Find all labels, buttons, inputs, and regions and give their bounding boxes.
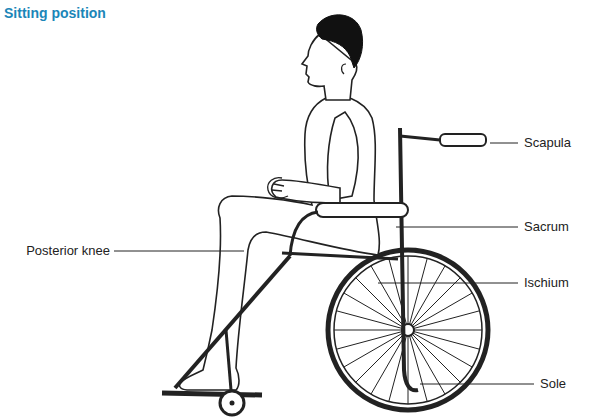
part-label: Ischium xyxy=(524,275,569,291)
leader-line xyxy=(420,384,534,385)
leader-line xyxy=(114,251,244,252)
part-label: Sole xyxy=(540,376,566,392)
part-label: Sacrum xyxy=(524,219,569,235)
leader-line xyxy=(490,143,518,144)
footplate xyxy=(162,393,262,395)
armrest xyxy=(316,203,408,217)
spoke xyxy=(371,266,445,394)
part-label: Posterior knee xyxy=(26,243,110,259)
front-frame xyxy=(175,256,290,388)
figure-title: Sitting position xyxy=(4,5,106,21)
handle-grip xyxy=(440,134,486,146)
caster-wheel xyxy=(220,391,244,415)
back-post xyxy=(400,128,418,390)
person-ear xyxy=(342,64,346,74)
push-handle xyxy=(400,136,440,140)
leader-line xyxy=(396,227,518,228)
leader-lines xyxy=(114,143,534,384)
seat-rail xyxy=(282,253,398,259)
spoke xyxy=(389,259,427,402)
person-hair xyxy=(317,15,363,68)
forearm xyxy=(272,180,340,203)
spoke xyxy=(337,311,480,349)
spoke xyxy=(344,293,472,367)
spoke xyxy=(356,278,461,383)
caster-hub xyxy=(230,401,235,406)
armrest-support xyxy=(290,212,318,256)
part-label: Scapula xyxy=(524,135,571,151)
leader-line xyxy=(378,283,518,284)
clasped-hands xyxy=(268,178,288,198)
